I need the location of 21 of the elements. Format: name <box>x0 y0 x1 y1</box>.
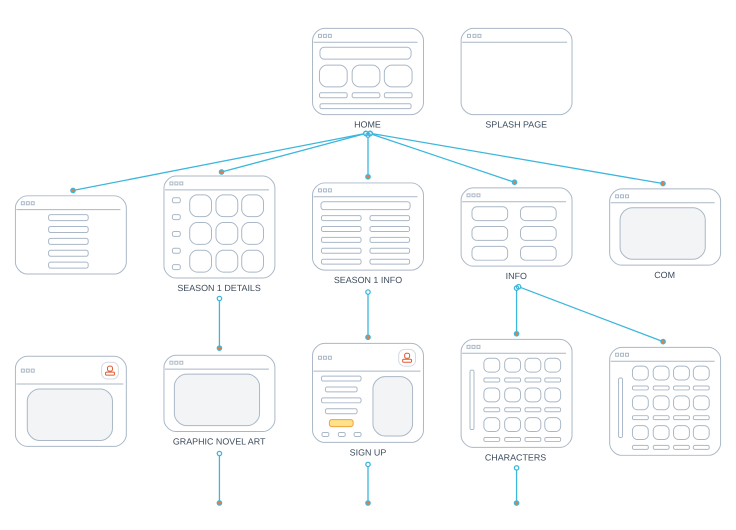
connector <box>516 283 666 344</box>
node-label: INFO <box>506 270 527 281</box>
node-label: GRAPHIC NOVEL ART <box>172 436 266 446</box>
node-label: SEASON 1 DETAILS <box>177 282 261 293</box>
node-label: SIGN UP <box>350 447 386 458</box>
connector <box>218 456 220 500</box>
connector <box>365 288 371 340</box>
connector <box>516 470 518 500</box>
node-label: SEASON 1 INFO <box>334 274 402 285</box>
connector <box>365 132 371 180</box>
connector <box>367 466 369 500</box>
node-label: HOME <box>354 119 381 130</box>
node-label: SPLASH PAGE <box>485 119 548 130</box>
node-label: CHARACTERS <box>484 452 546 462</box>
node-label: COM <box>654 270 676 280</box>
connector <box>367 130 518 185</box>
connector <box>218 130 369 174</box>
connector <box>367 130 666 186</box>
connector <box>216 295 222 350</box>
connector <box>70 130 369 193</box>
connector <box>514 284 520 336</box>
